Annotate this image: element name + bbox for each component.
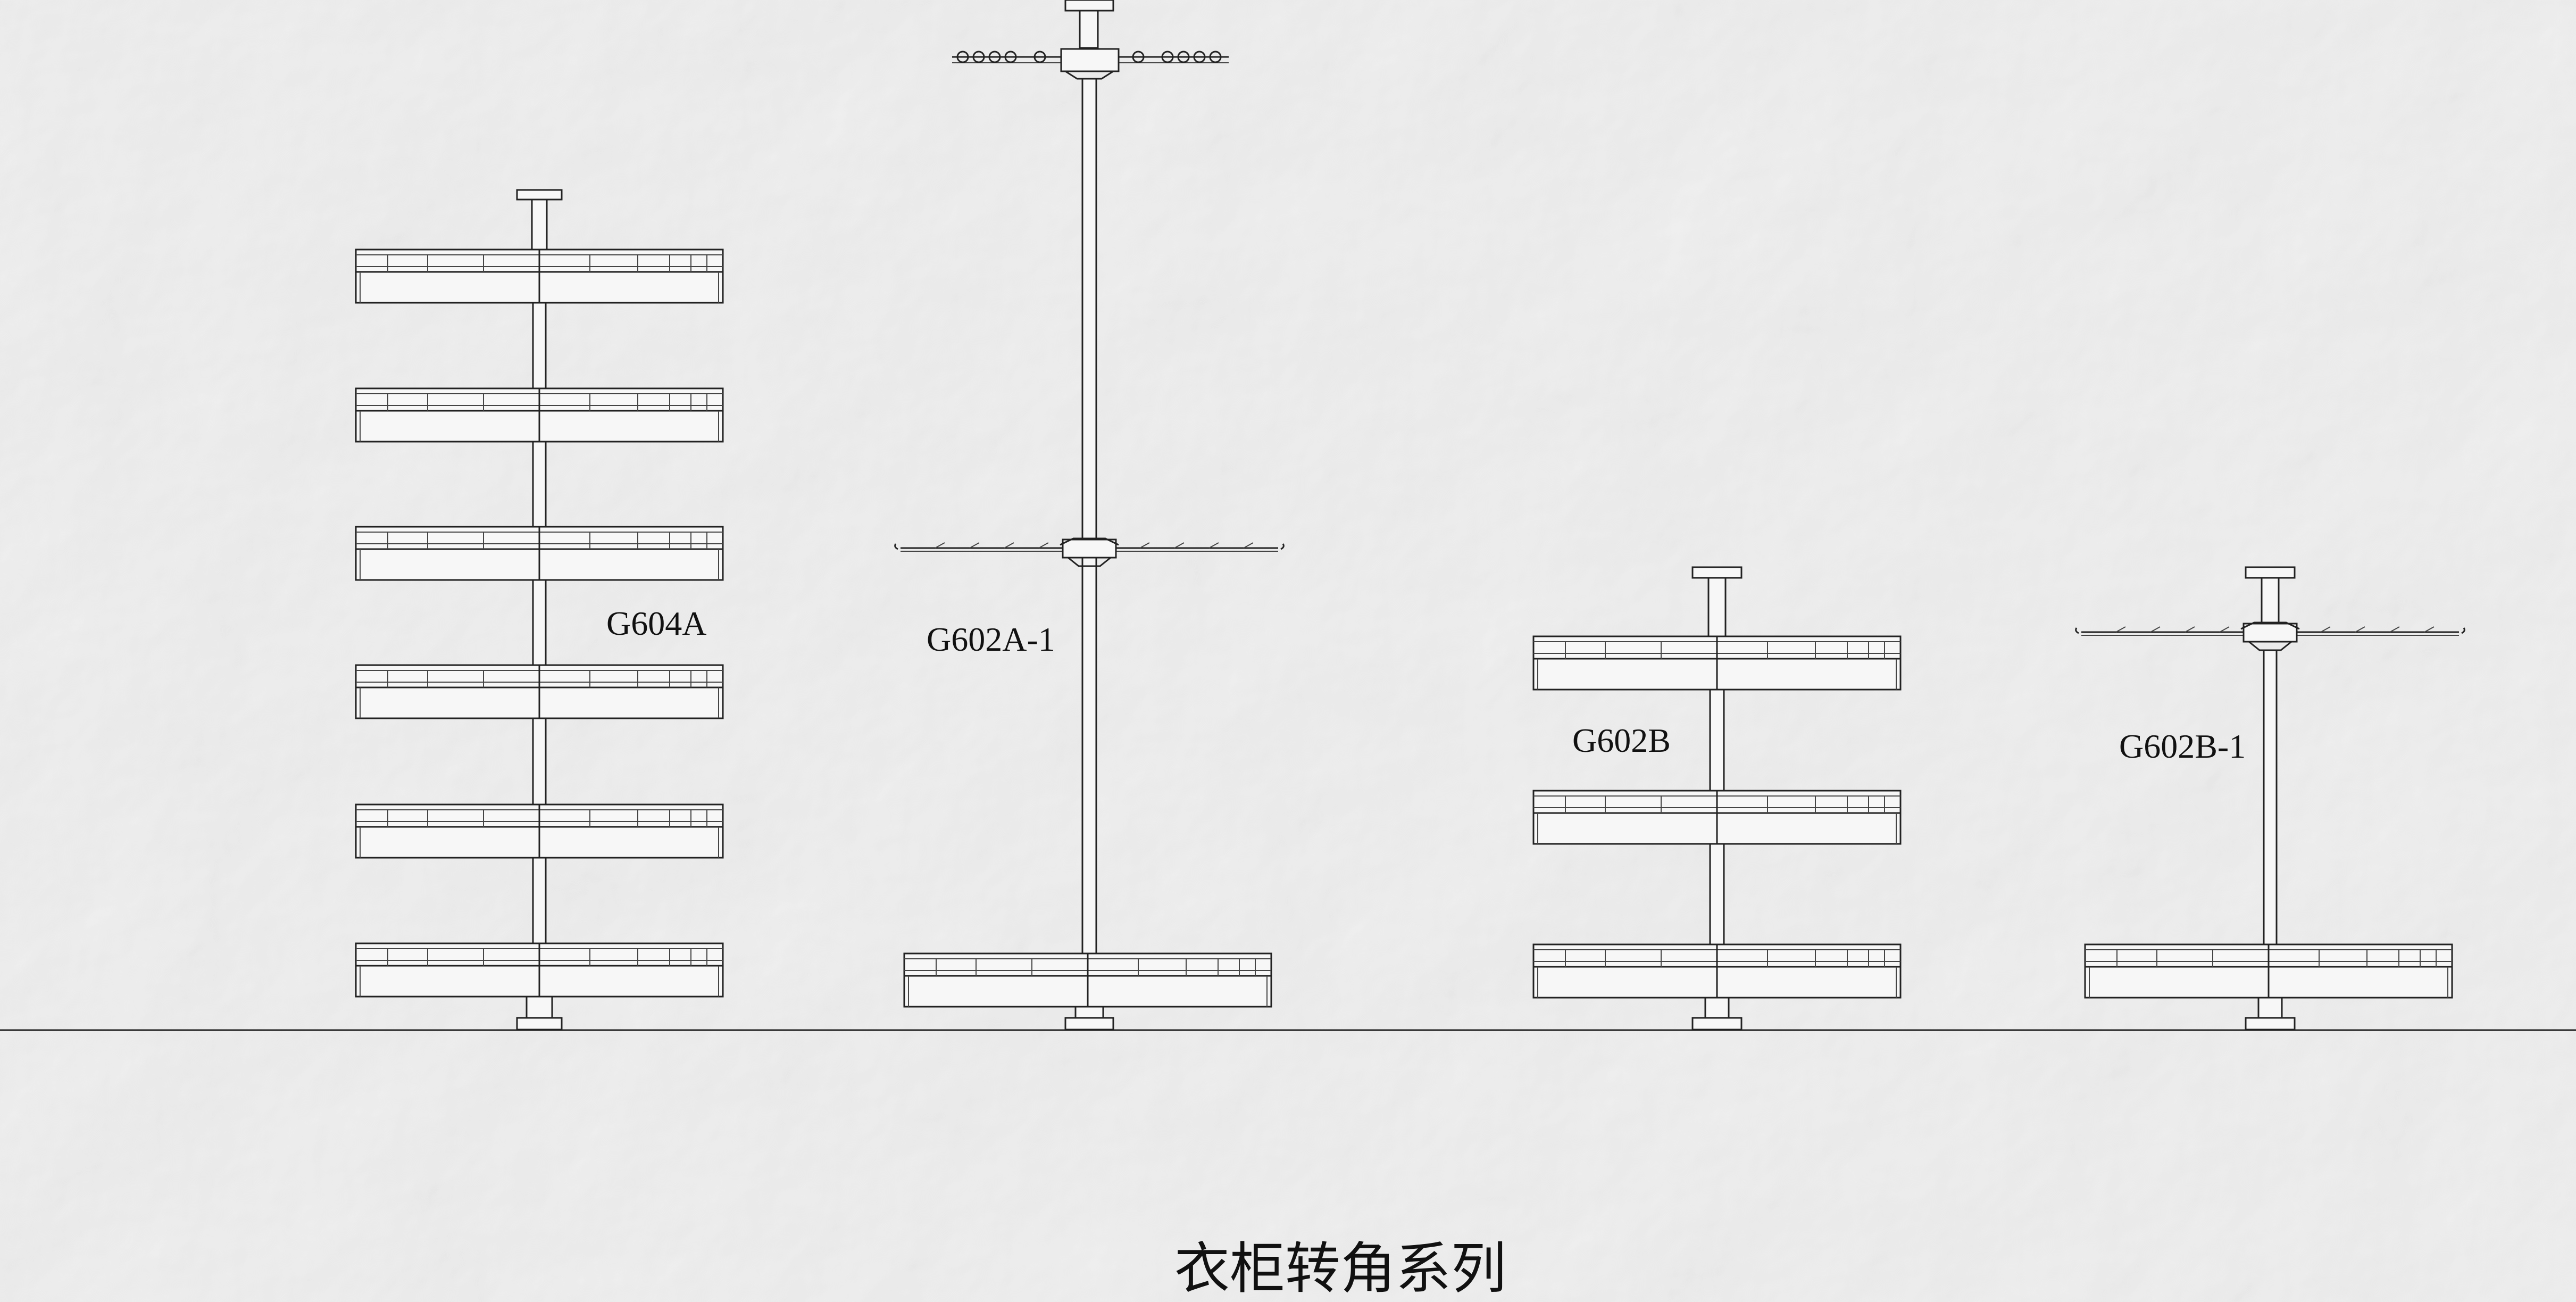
unit-g602b-1 <box>2075 566 2465 1031</box>
drawing-title: 衣柜转角系列 <box>1174 1236 1506 1301</box>
label-g602b-1: G602B-1 <box>2119 727 2246 765</box>
unit-g602a-1 <box>894 0 1285 1031</box>
unit-g604a <box>355 189 724 1031</box>
label-g604a: G604A <box>606 604 706 642</box>
label-g602b: G602B <box>1572 722 1671 759</box>
label-g602a-1: G602A-1 <box>927 620 1055 658</box>
unit-g602b <box>1532 566 1902 1031</box>
